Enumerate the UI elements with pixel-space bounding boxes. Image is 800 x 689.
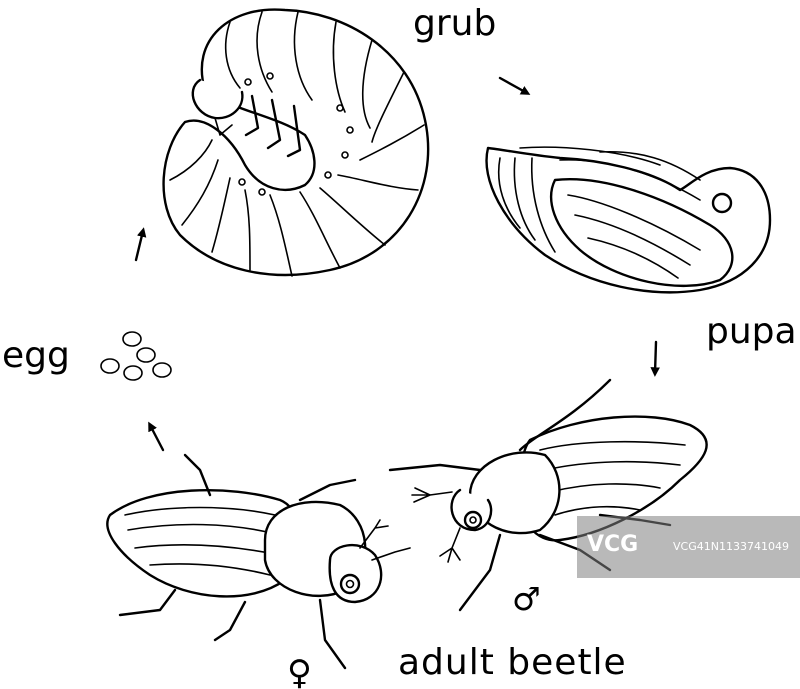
watermark-logo: VCG <box>587 532 639 557</box>
grub-illustration <box>162 8 430 277</box>
egg-label: egg <box>2 335 70 376</box>
watermark-banner: VCG VCG41N1133741049 <box>577 516 800 578</box>
male-beetle-illustration <box>388 378 708 612</box>
adult-beetle-label: adult beetle <box>398 642 627 683</box>
female-symbol: ♀ <box>287 653 312 689</box>
female-beetle-illustration <box>106 453 411 670</box>
cycle-arrows <box>134 76 660 452</box>
pupa-illustration <box>485 146 772 294</box>
arrow-adult-to-egg <box>148 421 165 452</box>
arrow-pupa-to-adult <box>650 340 660 377</box>
arrow-egg-to-grub <box>134 227 147 262</box>
male-symbol: ♂ <box>512 580 541 618</box>
pupa-label: pupa <box>706 311 797 352</box>
arrow-grub-to-pupa <box>498 76 531 95</box>
watermark-id: VCG41N1133741049 <box>673 540 789 553</box>
grub-label: grub <box>413 3 497 44</box>
egg-cluster <box>100 331 172 381</box>
